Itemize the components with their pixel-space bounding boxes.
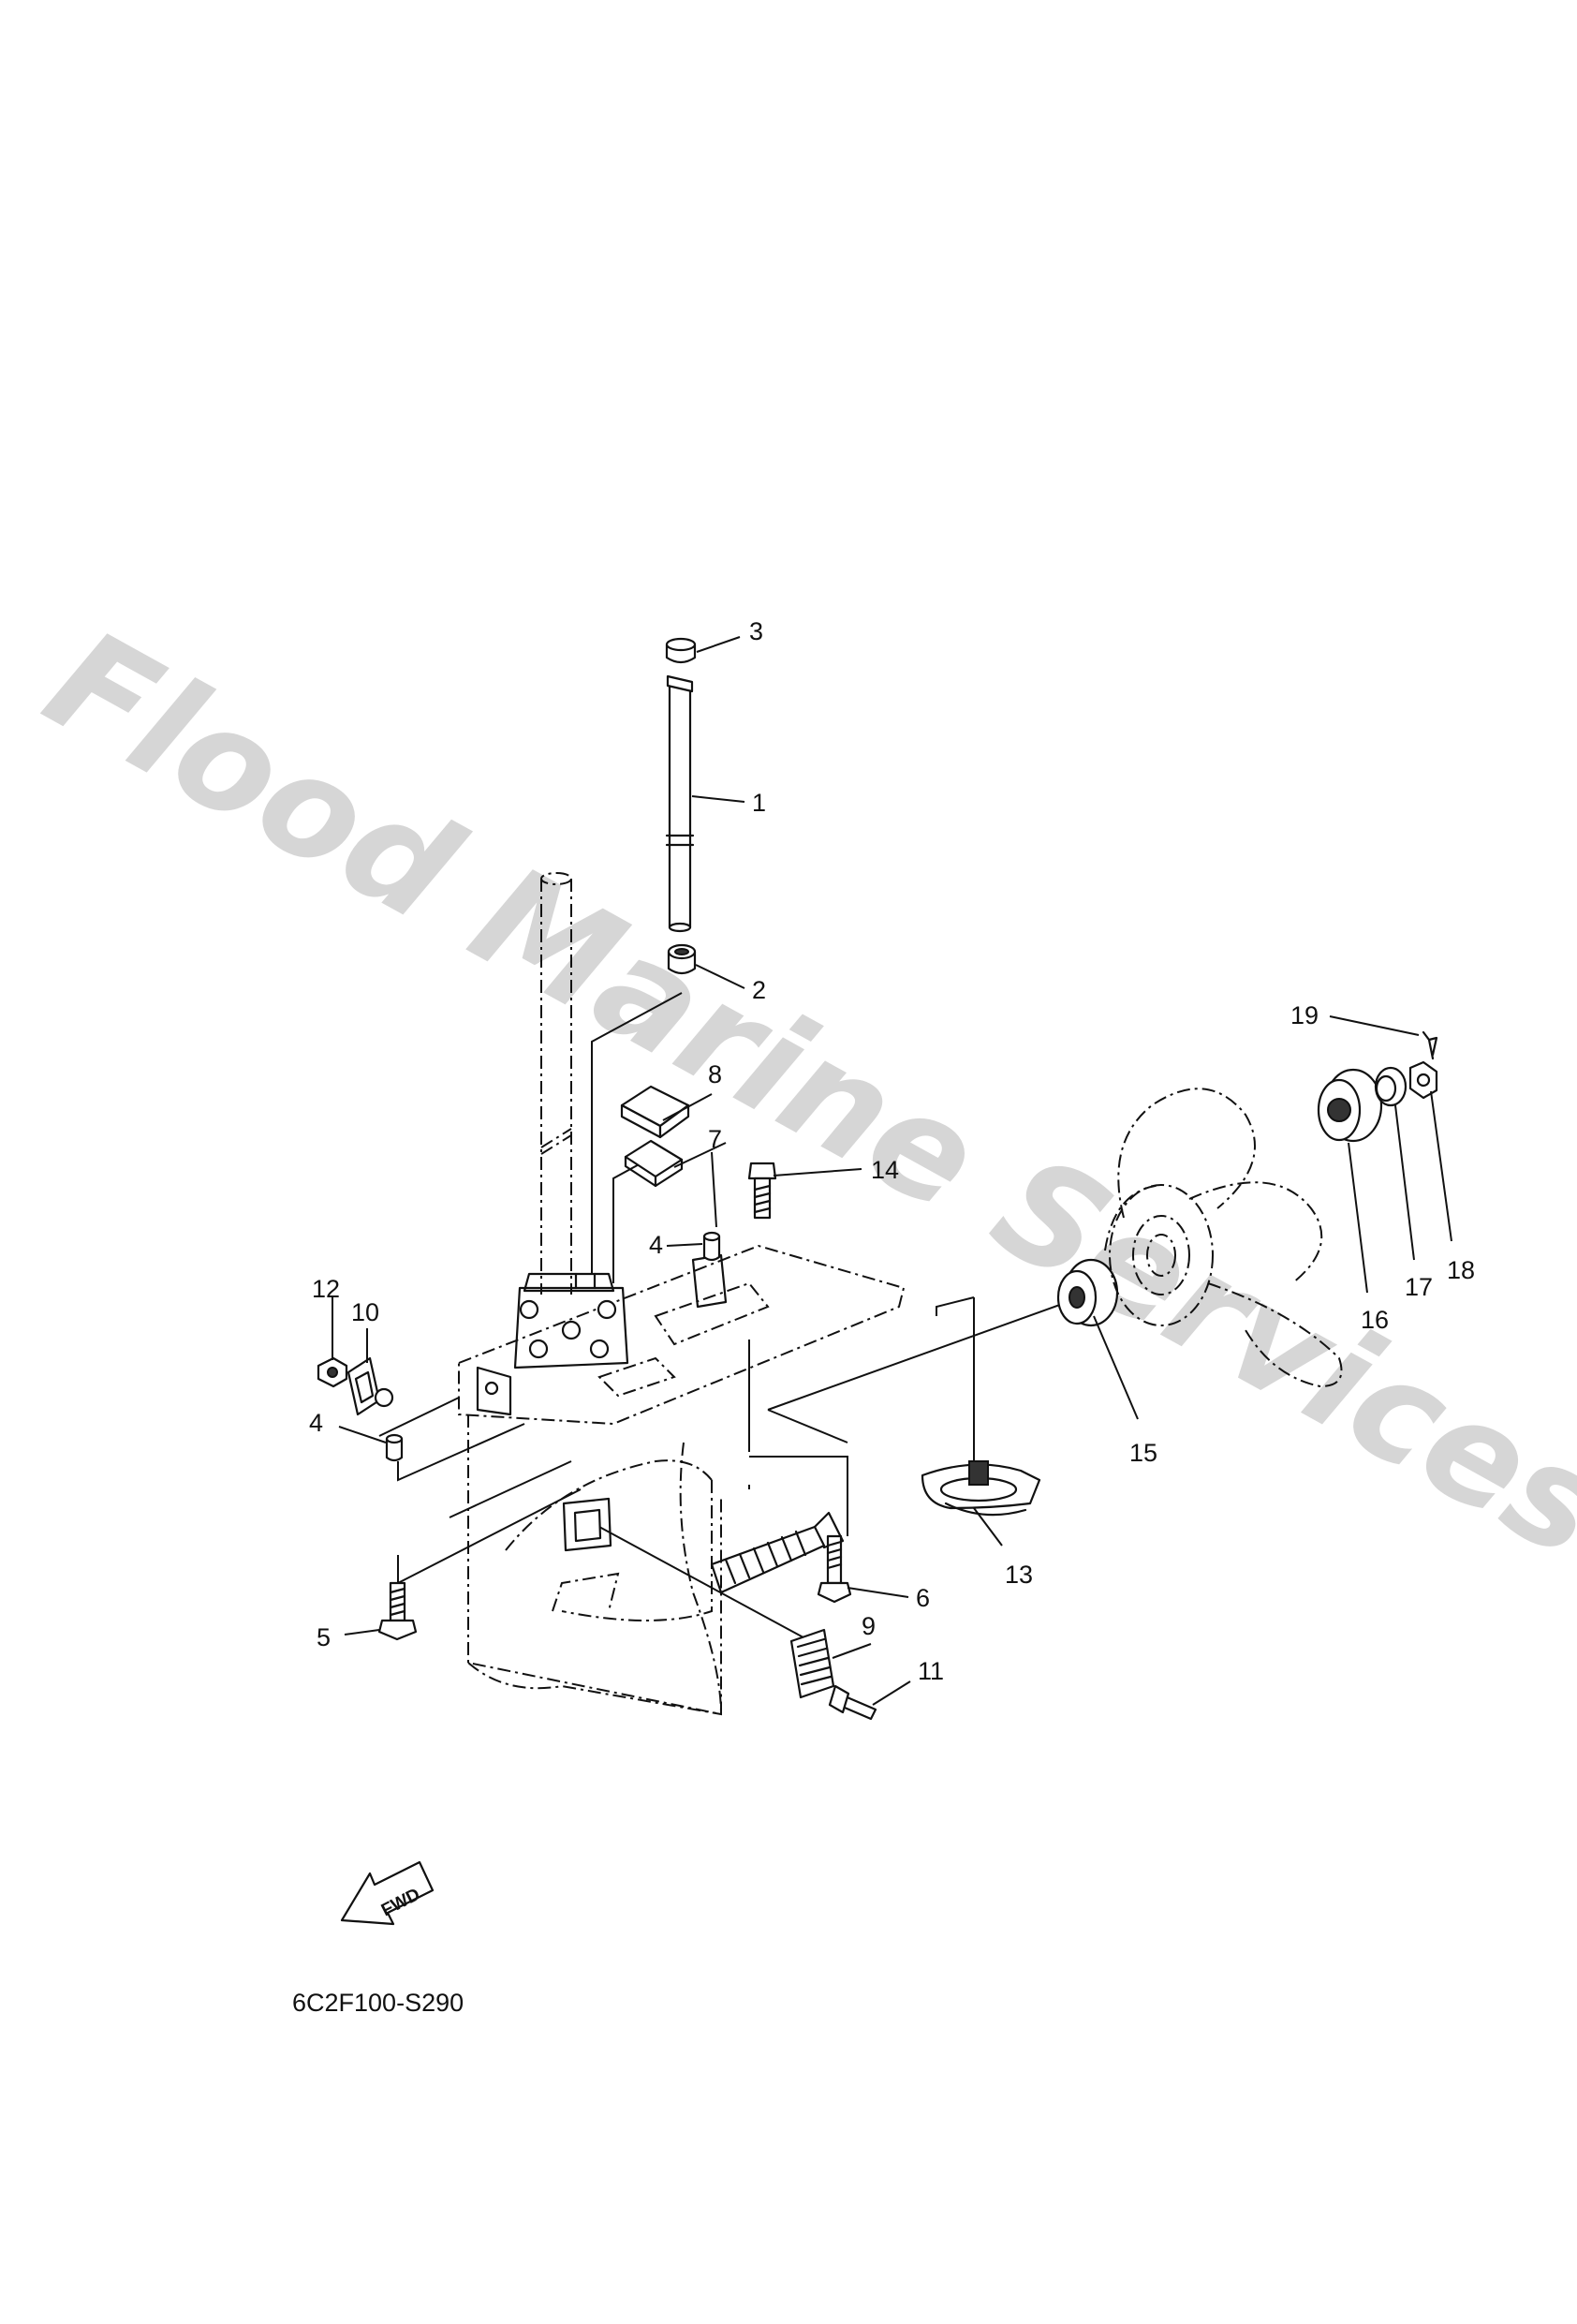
callout-12: 12 bbox=[312, 1275, 340, 1303]
callout-leaders bbox=[332, 636, 1452, 1706]
callout-3: 3 bbox=[749, 617, 763, 645]
part-holder-10 bbox=[346, 1356, 394, 1416]
part-driveshaft-1 bbox=[665, 674, 695, 933]
part-spacer-16 bbox=[1317, 1068, 1383, 1143]
callout-4-lower: 4 bbox=[309, 1409, 323, 1437]
part-screw-11 bbox=[828, 1684, 877, 1721]
callout-16: 16 bbox=[1361, 1306, 1389, 1334]
callout-18: 18 bbox=[1447, 1256, 1475, 1284]
callout-6: 6 bbox=[916, 1584, 930, 1612]
part-bolt-14 bbox=[747, 1162, 777, 1220]
part-anode-9 bbox=[789, 1628, 835, 1699]
lower-casing bbox=[458, 872, 906, 1716]
part-collar-3 bbox=[665, 637, 697, 664]
callout-9: 9 bbox=[862, 1612, 876, 1640]
part-bolt-5 bbox=[377, 1581, 418, 1641]
propeller bbox=[1104, 1088, 1343, 1388]
part-bolt-6 bbox=[817, 1534, 852, 1604]
callout-5: 5 bbox=[317, 1623, 331, 1651]
callout-labels: 3 1 2 8 7 14 4 12 10 4 5 6 13 9 11 15 16… bbox=[309, 617, 1475, 1685]
part-plate-7 bbox=[624, 1139, 684, 1188]
callout-1: 1 bbox=[752, 789, 766, 817]
diagram-code: 6C2F100-S290 bbox=[292, 1989, 464, 2017]
callout-10: 10 bbox=[351, 1298, 379, 1326]
callout-17: 17 bbox=[1405, 1273, 1433, 1301]
part-bolt-12 bbox=[317, 1356, 348, 1388]
part-trim-tab-13 bbox=[921, 1460, 1041, 1517]
part-cotter-pin-19 bbox=[1422, 1030, 1438, 1060]
part-thrust-washer-15 bbox=[1056, 1258, 1119, 1327]
callout-14: 14 bbox=[871, 1156, 899, 1184]
part-washer-17 bbox=[1374, 1066, 1408, 1107]
callout-15: 15 bbox=[1129, 1439, 1157, 1467]
part-dowel-pin-4-upper bbox=[702, 1231, 721, 1262]
part-nut-18 bbox=[1408, 1060, 1438, 1100]
callout-11: 11 bbox=[918, 1657, 944, 1685]
callout-7: 7 bbox=[708, 1125, 722, 1153]
fwd-arrow-icon: FWD bbox=[340, 1860, 435, 1926]
callout-4-upper: 4 bbox=[649, 1231, 663, 1259]
part-dowel-pin-4-lower bbox=[385, 1433, 404, 1462]
assembly-lines bbox=[378, 992, 1069, 1650]
callout-8: 8 bbox=[708, 1060, 722, 1088]
callout-2: 2 bbox=[752, 976, 766, 1004]
part-bushing-2 bbox=[667, 943, 697, 975]
callout-13: 13 bbox=[1005, 1561, 1033, 1589]
callout-19: 19 bbox=[1290, 1001, 1319, 1029]
